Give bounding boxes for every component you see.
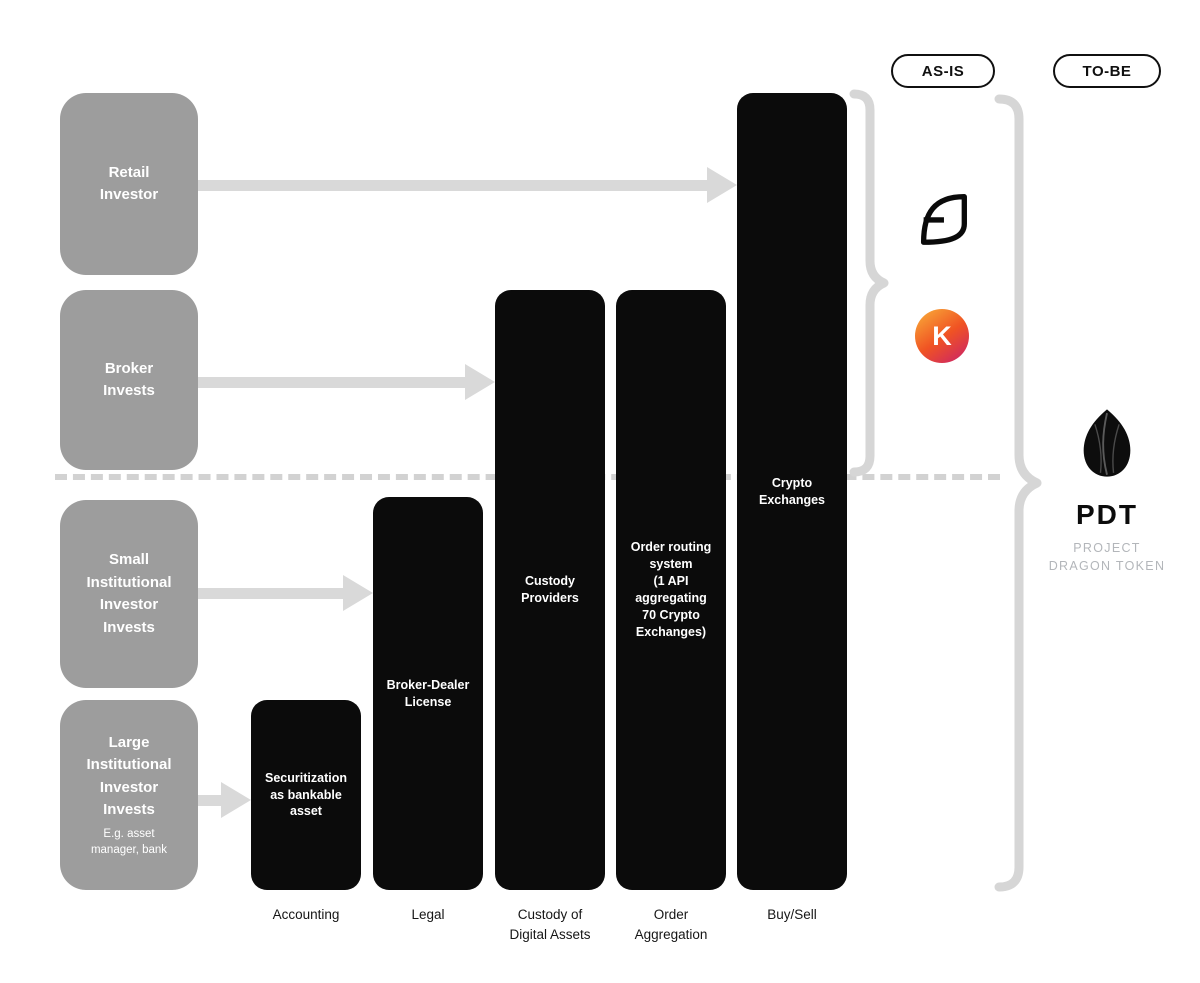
investor-label: Large Institutional Investor Invests — [86, 733, 172, 819]
pdt-logo-icon — [1083, 409, 1131, 477]
bar-label: Broker-Dealer License — [386, 677, 470, 709]
bar-custody-providers: Custody Providers — [495, 290, 605, 890]
investor-label: Retail Investor — [99, 163, 159, 204]
arrow-shaft — [198, 794, 223, 806]
arrow-head-icon — [221, 782, 251, 818]
bar-caption-legal: Legal — [411, 907, 445, 922]
investor-box-broker: Broker Invests — [60, 290, 198, 470]
bar-order-routing: Order routing system (1 API aggregating … — [616, 290, 726, 890]
arrow-shaft — [198, 376, 467, 388]
bar-securitization: Securitization as bankable asset — [251, 700, 361, 890]
kraken-letter: K — [932, 320, 952, 351]
bar-caption-order-aggregation: Order Aggregation — [634, 907, 708, 942]
bar-caption-custody: Custody of Digital Assets — [509, 907, 591, 942]
bar-label: Crypto Exchanges — [758, 475, 825, 507]
pdt-title: PDT — [1076, 499, 1138, 530]
investor-box-large-institutional: Large Institutional Investor Invests E.g… — [60, 700, 198, 890]
pdt-block: PDT PROJECT DRAGON TOKEN — [1043, 405, 1171, 575]
arrow-broker-to-custody — [198, 364, 495, 400]
bar-label: Securitization as bankable asset — [265, 770, 347, 819]
to-be-brace — [994, 94, 1042, 892]
bar-caption-accounting: Accounting — [272, 907, 340, 922]
to-be-badge: TO-BE — [1053, 54, 1161, 88]
bar-label: Order routing system (1 API aggregating … — [630, 540, 712, 639]
bar-broker-dealer-license: Broker-Dealer License — [373, 497, 483, 890]
investor-label: Broker Invests — [103, 359, 155, 400]
arrow-head-icon — [707, 167, 737, 203]
investor-sublabel: E.g. asset manager, bank — [90, 827, 168, 856]
as-is-brace — [849, 89, 889, 477]
arrow-small-inst-to-legal — [198, 575, 373, 611]
investor-box-retail: Retail Investor — [60, 93, 198, 275]
investor-box-small-institutional: Small Institutional Investor Invests — [60, 500, 198, 688]
kraken-exchange-logo-icon: K — [915, 309, 969, 363]
pdt-subtitle: PROJECT DRAGON TOKEN — [1048, 541, 1166, 573]
bar-label: Custody Providers — [521, 574, 579, 605]
arrow-large-inst-to-accounting — [198, 782, 251, 818]
bar-caption-buy-sell: Buy/Sell — [767, 907, 817, 922]
as-is-badge: AS-IS — [891, 54, 995, 88]
arrow-head-icon — [343, 575, 373, 611]
arrow-head-icon — [465, 364, 495, 400]
f-exchange-logo-icon — [920, 194, 967, 245]
arrow-retail-to-exchanges — [198, 167, 737, 203]
bar-crypto-exchanges: Crypto Exchanges — [737, 93, 847, 890]
arrow-shaft — [198, 179, 709, 191]
investor-label: Small Institutional Investor Invests — [86, 551, 172, 636]
arrow-shaft — [198, 587, 345, 599]
